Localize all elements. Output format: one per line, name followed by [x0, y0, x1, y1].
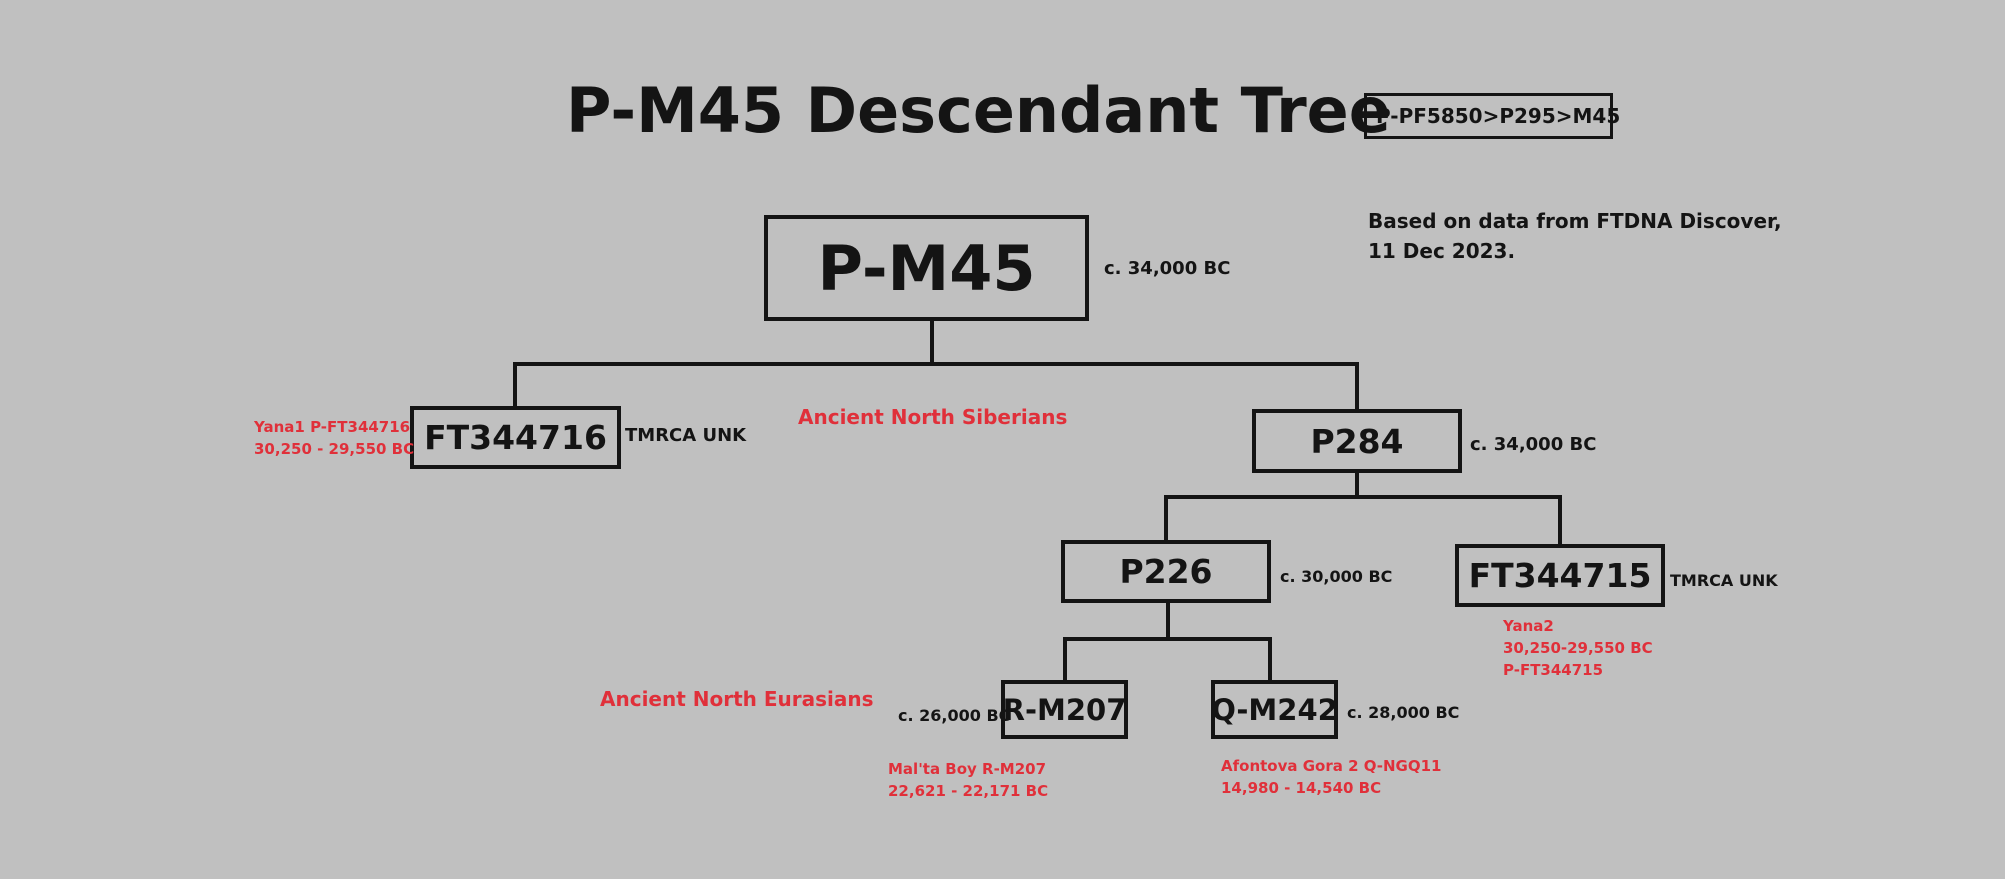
- sample-afontova-gora-2-dates: 14,980 - 14,540 BC: [1221, 779, 1382, 797]
- node-ft344715-date: TMRCA UNK: [1670, 571, 1778, 590]
- sample-yana2-name: Yana2: [1503, 617, 1554, 635]
- node-r-m207-label: R-M207: [1002, 692, 1127, 727]
- sample-yana1-dates: 30,250 - 29,550 BC: [254, 440, 415, 458]
- node-p226: P226: [1061, 540, 1271, 603]
- sample-malta-boy-name: Mal'ta Boy R-M207: [888, 760, 1047, 778]
- sample-yana2-dates: 30,250-29,550 BC: [1503, 639, 1653, 657]
- node-p284-date: c. 34,000 BC: [1470, 434, 1597, 455]
- node-ft344716-label: FT344716: [424, 418, 607, 457]
- group-label-ancient-north-siberians: Ancient North Siberians: [798, 405, 1068, 429]
- node-q-m242-date: c. 28,000 BC: [1347, 703, 1460, 722]
- source-note-line-1: Based on data from FTDNA Discover,: [1368, 209, 1782, 233]
- node-p284-label: P284: [1310, 421, 1404, 461]
- sample-yana2-haplogroup: P-FT344715: [1503, 661, 1604, 679]
- sample-afontova-gora-2-name: Afontova Gora 2 Q-NGQ11: [1221, 757, 1442, 775]
- node-p284: P284: [1252, 409, 1462, 473]
- sample-yana1-name: Yana1 P-FT344716: [254, 418, 411, 436]
- sample-afontova-gora-2: Afontova Gora 2 Q-NGQ11 14,980 - 14,540 …: [1221, 755, 1441, 799]
- node-q-m242: Q-M242: [1211, 680, 1338, 739]
- lineage-path-text: P-PF5850>P295>M45: [1376, 104, 1621, 128]
- node-r-m207: R-M207: [1001, 680, 1128, 739]
- node-ft344715-label: FT344715: [1468, 556, 1652, 595]
- sample-yana1: Yana1 P-FT344716 30,250 - 29,550 BC: [254, 416, 414, 460]
- sample-yana2: Yana2 30,250-29,550 BC P-FT344715: [1503, 615, 1653, 681]
- node-p226-label: P226: [1119, 552, 1213, 591]
- sample-malta-boy: Mal'ta Boy R-M207 22,621 - 22,171 BC: [888, 758, 1048, 802]
- node-ft344715: FT344715: [1455, 544, 1665, 607]
- node-r-m207-date: c. 26,000 BC: [898, 706, 1011, 725]
- lineage-path-box: P-PF5850>P295>M45: [1364, 93, 1620, 139]
- node-p-m45: P-M45: [764, 215, 1089, 321]
- source-note-line-2: 11 Dec 2023.: [1368, 239, 1516, 263]
- sample-malta-boy-dates: 22,621 - 22,171 BC: [888, 782, 1049, 800]
- node-p-m45-label: P-M45: [817, 231, 1036, 305]
- page-title: P-M45 Descendant Tree: [566, 74, 1391, 147]
- node-q-m242-label: Q-M242: [1211, 692, 1338, 727]
- node-ft344716: FT344716: [410, 406, 621, 469]
- node-p226-date: c. 30,000 BC: [1280, 567, 1393, 586]
- node-p-m45-date: c. 34,000 BC: [1104, 258, 1231, 279]
- node-ft344716-date: TMRCA UNK: [625, 425, 747, 446]
- group-label-ancient-north-eurasians: Ancient North Eurasians: [600, 687, 874, 711]
- source-note: Based on data from FTDNA Discover, 11 De…: [1368, 206, 1782, 266]
